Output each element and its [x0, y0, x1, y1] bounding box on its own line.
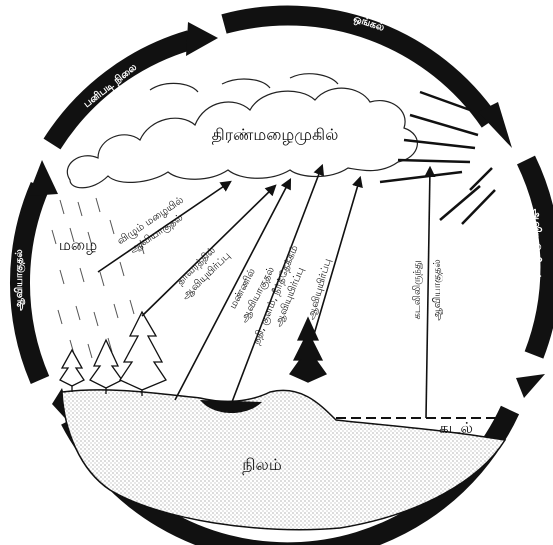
tree-small: [60, 350, 84, 386]
ring-arrowhead-top-left: [186, 22, 218, 56]
ring-arrowhead-right: [516, 374, 545, 398]
tree-medium: [90, 340, 122, 388]
cloud-label: திரண்மழைமுகில்: [212, 125, 339, 145]
label-sea-1: கடலிலிருந்து: [412, 260, 423, 319]
ring-arrowhead-left: [28, 160, 58, 196]
rain-label: மழை: [59, 236, 97, 254]
label-forest: ஆவியுயிர்ப்பு: [306, 258, 334, 322]
trees: [60, 312, 326, 396]
rain-streaks: [52, 198, 144, 358]
tree-large: [120, 312, 166, 390]
sea-label: கடல்: [439, 419, 473, 437]
tree-pine-dark: [290, 318, 326, 382]
land-label: நிலம்: [242, 455, 281, 474]
ring-label-left: ஆவியாகுதல்: [13, 249, 26, 310]
arrow-forest: [310, 178, 360, 348]
arrow-sea: [426, 168, 430, 418]
label-sea-2: ஆவியாகுதல்: [432, 259, 444, 320]
ring-label-right: ஆவியூடு சிவப்பு: [531, 209, 543, 288]
